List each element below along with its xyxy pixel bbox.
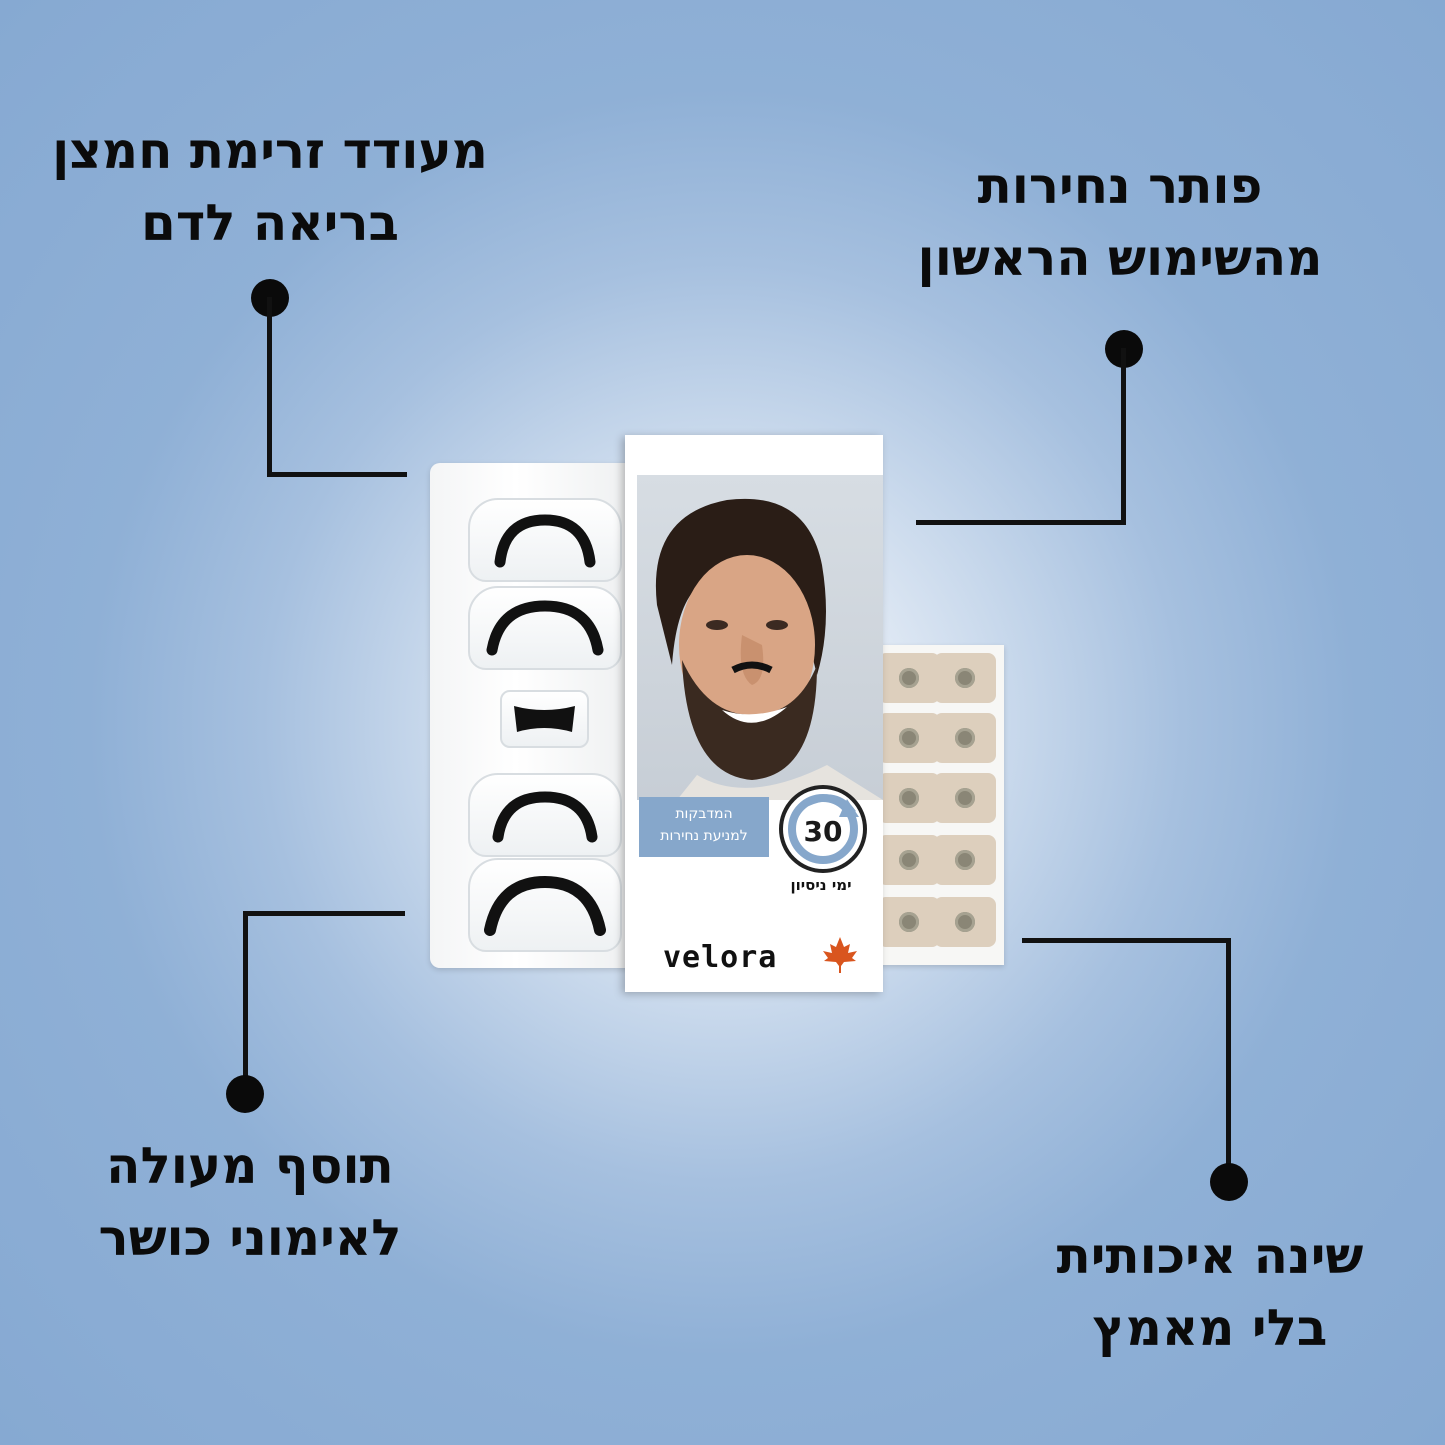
maple-leaf-icon bbox=[823, 937, 857, 973]
product-badge: המדבקות למניעת נחירות bbox=[639, 797, 769, 857]
connector-line bbox=[1022, 938, 1231, 943]
nasal-dilator-icon bbox=[492, 791, 598, 843]
refresh-circle-icon bbox=[779, 785, 867, 873]
callout-bottom-right: שינה איכותית בלי מאמץ bbox=[1000, 1220, 1420, 1364]
product-box: המדבקות למניעת נחירות 30 ימי ניסיון velo… bbox=[625, 435, 883, 992]
callout-bottom-right-line1: שינה איכותית bbox=[1056, 1227, 1364, 1285]
connector-line bbox=[1226, 938, 1231, 1181]
tape-pad bbox=[878, 897, 940, 947]
tape-pad bbox=[934, 835, 996, 885]
man-portrait-image bbox=[655, 498, 883, 800]
tape-pad bbox=[934, 773, 996, 823]
connector-line bbox=[916, 520, 1126, 525]
connector-line bbox=[1121, 348, 1126, 525]
trial-label: ימי ניסיון bbox=[790, 876, 852, 894]
tape-pad bbox=[878, 713, 940, 763]
nasal-dilator-icon bbox=[484, 875, 606, 936]
connector-line bbox=[243, 911, 248, 1094]
callout-top-right: פותר נחירות מהשימוש הראשון bbox=[880, 150, 1360, 294]
tape-pad bbox=[934, 713, 996, 763]
callout-bottom-left-line1: תוסף מעולה bbox=[106, 1137, 394, 1195]
dilator-well bbox=[468, 498, 622, 582]
connector-dot bbox=[1210, 1163, 1248, 1201]
tape-pad bbox=[878, 773, 940, 823]
nasal-dilator-icon bbox=[494, 514, 596, 568]
model-photo bbox=[637, 475, 883, 800]
mouth-tape-sheet bbox=[876, 645, 1004, 965]
callout-top-left: מעודד זרימת חמצן בריאה לדם bbox=[30, 115, 510, 259]
dilator-well bbox=[468, 773, 622, 857]
badge-line2: למניעת נחירות bbox=[660, 828, 748, 844]
connector-dot bbox=[226, 1075, 264, 1113]
callout-top-right-line2: מהשימוש הראשון bbox=[917, 229, 1323, 287]
connector-line bbox=[243, 911, 405, 916]
nasal-dilator-icon bbox=[486, 600, 604, 656]
callout-bottom-left: תוסף מעולה לאימוני כושר bbox=[10, 1130, 490, 1274]
tape-pad bbox=[934, 897, 996, 947]
tape-pad bbox=[878, 835, 940, 885]
nose-strip-icon bbox=[514, 706, 575, 732]
connector-line bbox=[267, 297, 272, 477]
badge-line1: המדבקות bbox=[675, 806, 733, 822]
connector-line bbox=[267, 472, 407, 477]
callout-bottom-left-line2: לאימוני כושר bbox=[98, 1209, 402, 1267]
tape-pad bbox=[934, 653, 996, 703]
callout-bottom-right-line2: בלי מאמץ bbox=[1092, 1299, 1328, 1357]
tape-pad bbox=[878, 653, 940, 703]
callout-top-left-line1: מעודד זרימת חמצן bbox=[52, 122, 488, 180]
brand-logo: velora bbox=[663, 940, 778, 975]
callout-top-right-line1: פותר נחירות bbox=[977, 157, 1263, 215]
trial-days-number: 30 bbox=[803, 815, 843, 848]
dilator-well bbox=[468, 586, 622, 670]
dilator-well bbox=[468, 858, 622, 952]
dilator-well bbox=[500, 690, 589, 748]
dilator-tray bbox=[430, 463, 645, 968]
callout-top-left-line2: בריאה לדם bbox=[141, 194, 399, 252]
